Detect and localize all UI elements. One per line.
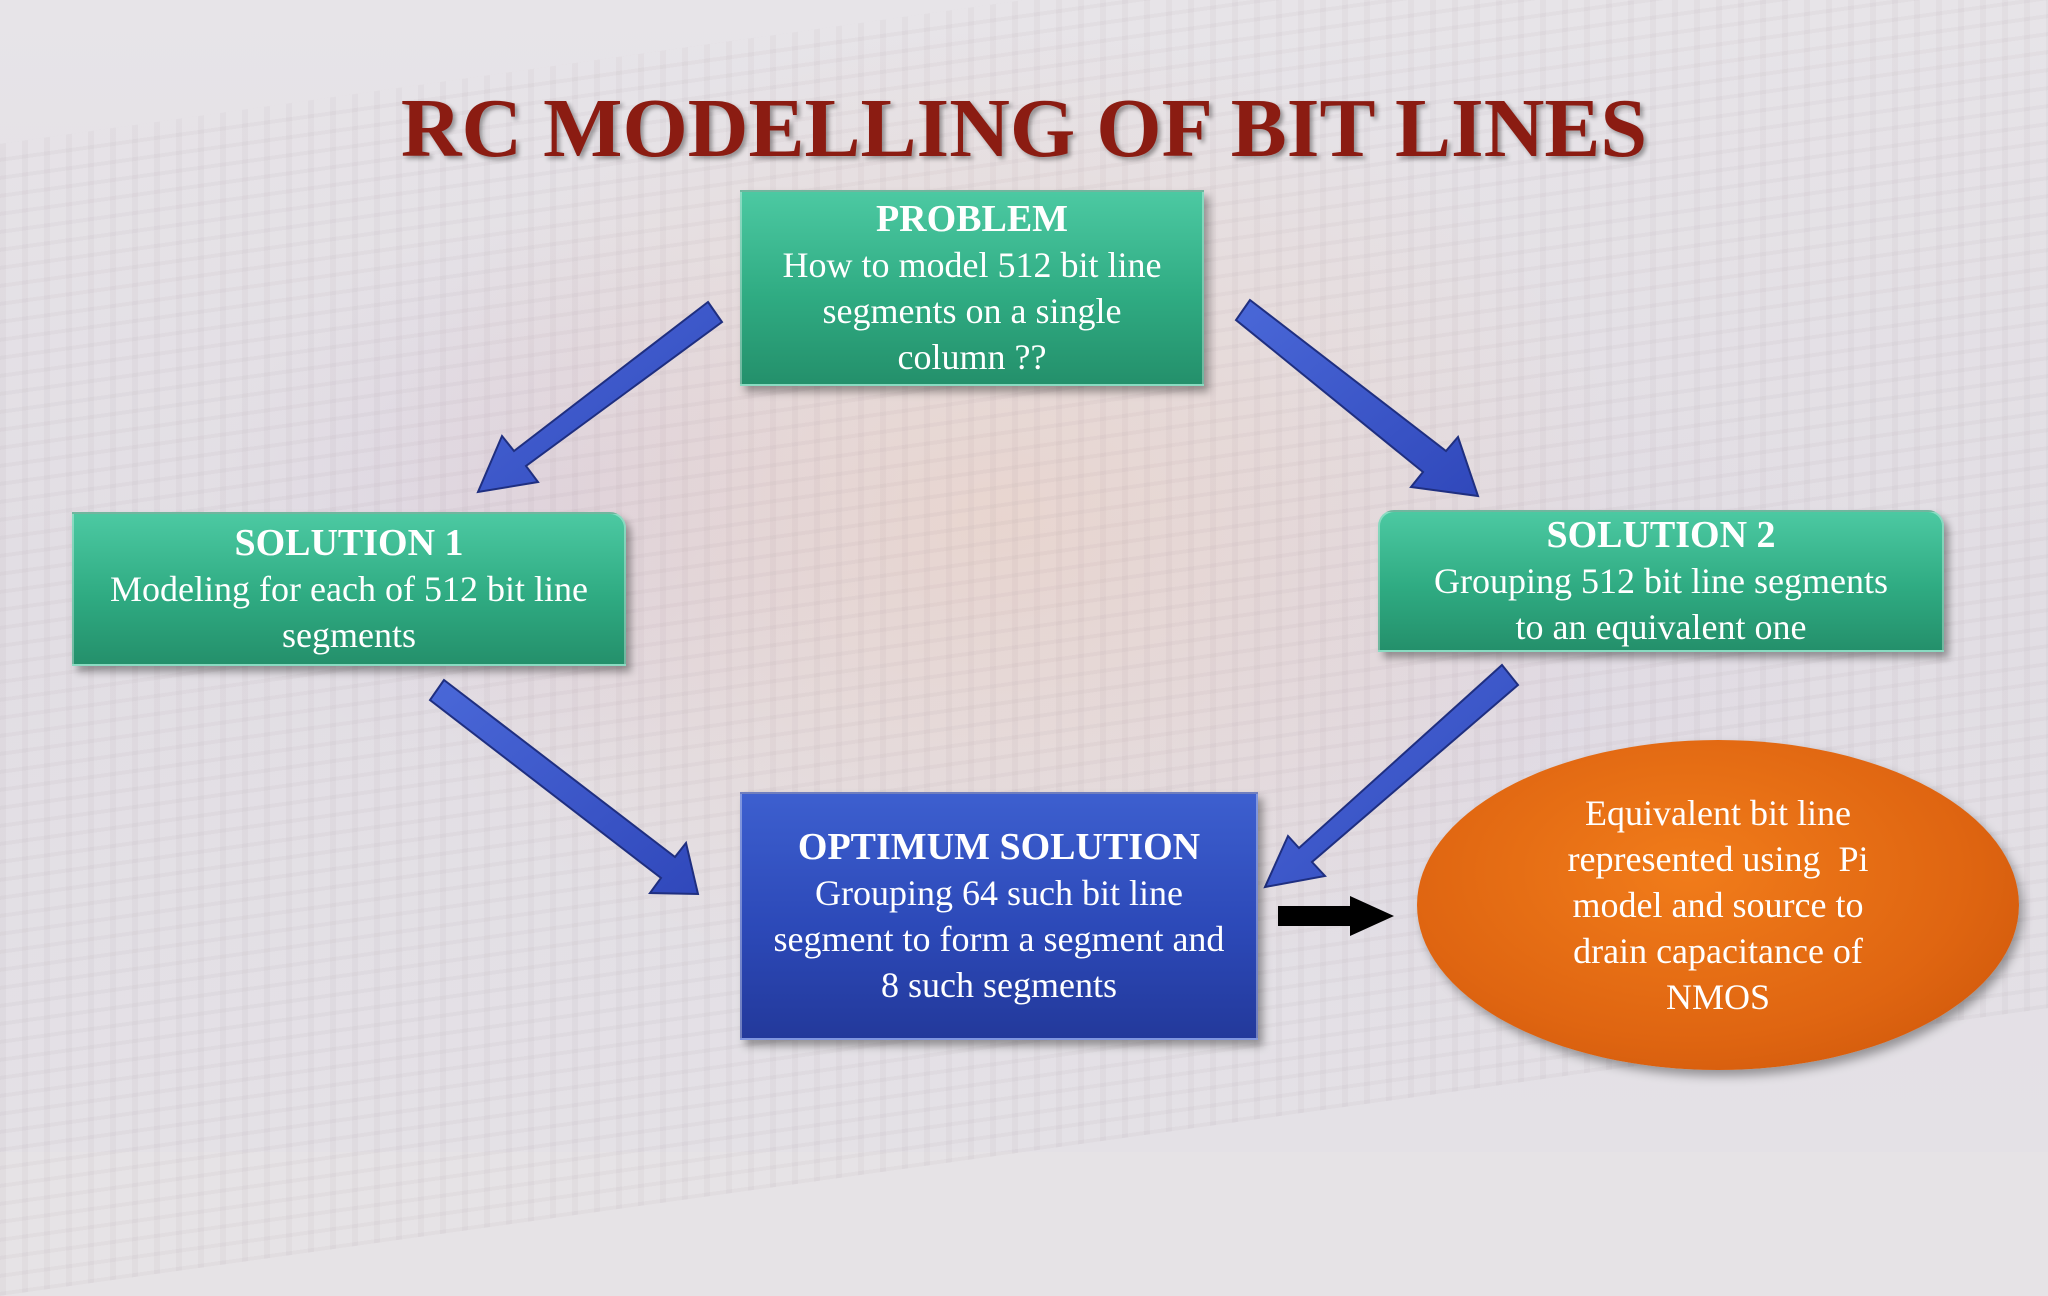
arrow-solution1-to-optimum: [428, 678, 700, 896]
optimum-line-1: Grouping 64 such bit line: [815, 873, 1183, 913]
result-line-2: represented using Pi: [1567, 839, 1869, 879]
solution1-line-2: segments: [282, 615, 416, 655]
result-ellipse: Equivalent bit line represented using Pi…: [1417, 740, 2019, 1070]
arrow-optimum-to-result: [1278, 896, 1394, 936]
arrow-problem-to-solution1: [476, 300, 724, 494]
result-line-1: Equivalent bit line: [1585, 793, 1851, 833]
arrow-problem-to-solution2: [1234, 298, 1480, 498]
slide-title: RC MODELLING OF BIT LINES: [400, 82, 1648, 175]
optimum-heading: OPTIMUM SOLUTION: [797, 826, 1201, 868]
solution1-line-1: Modeling for each of 512 bit line: [110, 569, 588, 609]
optimum-line-2: segment to form a segment and: [773, 919, 1225, 959]
problem-line-1: How to model 512 bit line: [782, 245, 1162, 285]
optimum-line-3: 8 such segments: [881, 965, 1117, 1005]
solution2-line-1: Grouping 512 bit line segments: [1434, 561, 1888, 601]
solution2-box: SOLUTION 2 Grouping 512 bit line segment…: [1378, 510, 1944, 652]
problem-box: PROBLEM How to model 512 bit line segmen…: [740, 190, 1204, 386]
problem-heading: PROBLEM: [875, 198, 1069, 240]
solution1-heading: SOLUTION 1: [234, 522, 464, 564]
solution2-heading: SOLUTION 2: [1546, 514, 1776, 556]
problem-line-2: segments on a single: [822, 291, 1122, 331]
result-line-3: model and source to: [1572, 885, 1864, 925]
result-line-4: drain capacitance of: [1573, 931, 1863, 971]
result-line-5: NMOS: [1665, 977, 1771, 1017]
solution2-line-2: to an equivalent one: [1515, 607, 1807, 647]
solution1-box: SOLUTION 1 Modeling for each of 512 bit …: [72, 512, 626, 666]
problem-line-3: column ??: [897, 337, 1047, 377]
arrows-layer: [428, 298, 1520, 936]
optimum-solution-box: OPTIMUM SOLUTION Grouping 64 such bit li…: [740, 792, 1258, 1040]
arrow-solution2-to-optimum: [1263, 663, 1520, 889]
